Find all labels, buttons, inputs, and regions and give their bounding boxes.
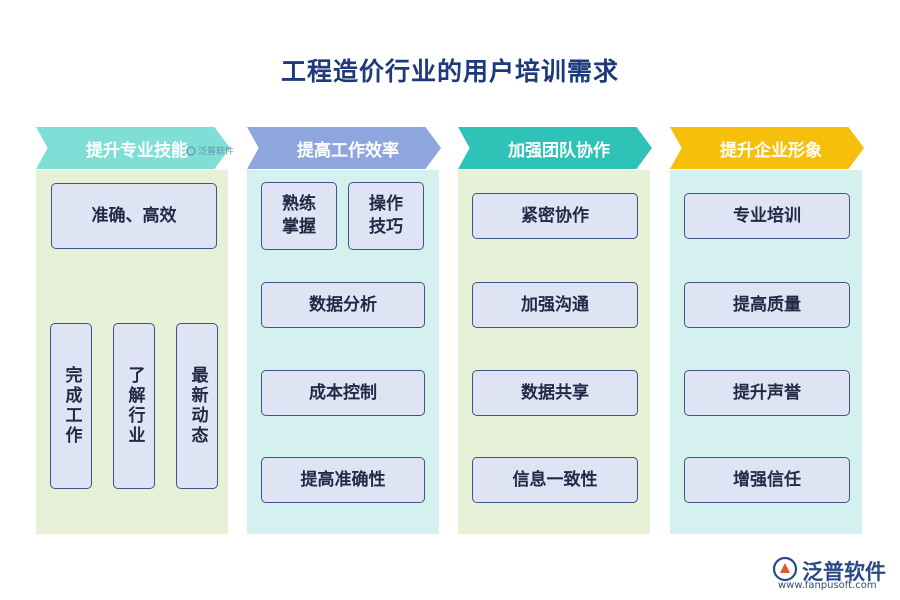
page-title: 工程造价行业的用户培训需求 — [280, 57, 619, 86]
column-1-header: 提升专业技能 — [36, 127, 230, 169]
column-3-header-label: 加强团队协作 — [508, 140, 610, 161]
watermark: 泛普软件 — [186, 144, 234, 157]
column-3-header: 加强团队协作 — [458, 127, 652, 169]
column-4-header: 提升企业形象 — [670, 127, 864, 169]
node-2-5: 提高准确性 — [261, 457, 425, 503]
logo-name: 泛普软件 — [802, 560, 886, 584]
node-2-1-label: 熟练掌握 — [281, 194, 316, 237]
node-2-4: 成本控制 — [261, 370, 425, 416]
node-3-3: 数据共享 — [472, 370, 638, 416]
column-4-header-label: 提升企业形象 — [720, 140, 822, 161]
node-2-2: 操作技巧 — [348, 182, 424, 250]
node-3-2: 加强沟通 — [472, 282, 638, 328]
watermark-logo-icon — [186, 145, 196, 156]
node-3-4: 信息一致性 — [472, 457, 638, 503]
watermark-text: 泛普软件 — [198, 147, 235, 157]
logo-url: www.fanpusoft.com — [778, 580, 877, 591]
node-2-1: 熟练掌握 — [261, 182, 337, 250]
node-4-3: 提升声誉 — [684, 370, 850, 416]
node-1-4: 最新动态 — [176, 323, 218, 489]
node-1-1: 准确、高效 — [51, 183, 217, 249]
node-1-3: 了解行业 — [113, 323, 155, 489]
column-1-header-label: 提升专业技能 — [86, 140, 188, 161]
node-4-2: 提高质量 — [684, 282, 850, 328]
node-2-3: 数据分析 — [261, 282, 425, 328]
column-2-header-label: 提高工作效率 — [297, 140, 399, 161]
node-3-1: 紧密协作 — [472, 193, 638, 239]
node-4-4: 增强信任 — [684, 457, 850, 503]
node-1-2: 完成工作 — [50, 323, 92, 489]
column-2-header: 提高工作效率 — [247, 127, 441, 169]
node-4-1: 专业培训 — [684, 193, 850, 239]
fanpu-logo-icon — [772, 556, 798, 582]
node-2-2-label: 操作技巧 — [368, 194, 403, 237]
